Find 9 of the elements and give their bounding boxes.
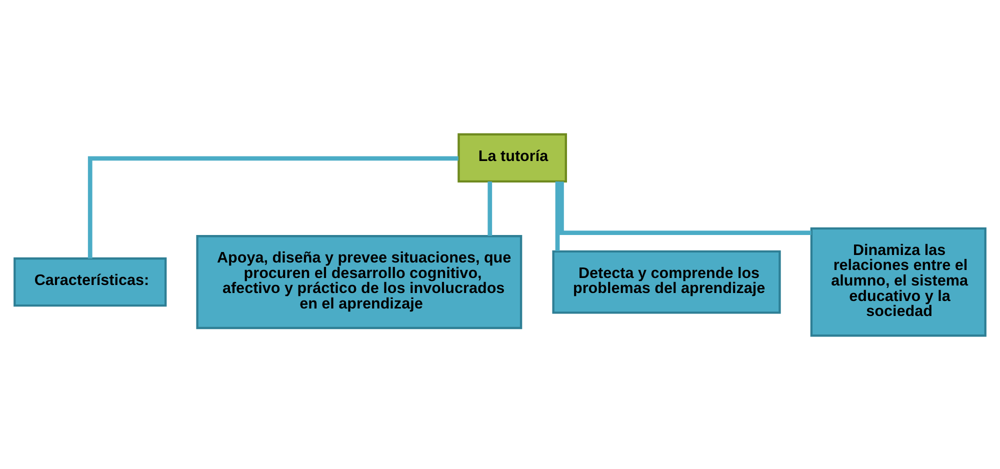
node-box: Detecta y comprende los problemas del aprendizaje — [552, 250, 781, 314]
connector — [88, 156, 458, 258]
node-box: La tutoría — [458, 132, 567, 182]
connector — [488, 181, 492, 236]
node-box: Dinamiza las relaciones entre el alumno, el sistema educativo y la sociedad — [810, 226, 986, 336]
connector — [555, 181, 560, 250]
node-box: Características: — [14, 256, 167, 306]
node-box: Apoya, diseña y prevee situaciones, que procuren el desarrollo cognitivo, afectivo y práctico de los involucrados en el aprendizaje — [196, 234, 522, 329]
connector — [560, 181, 812, 234]
